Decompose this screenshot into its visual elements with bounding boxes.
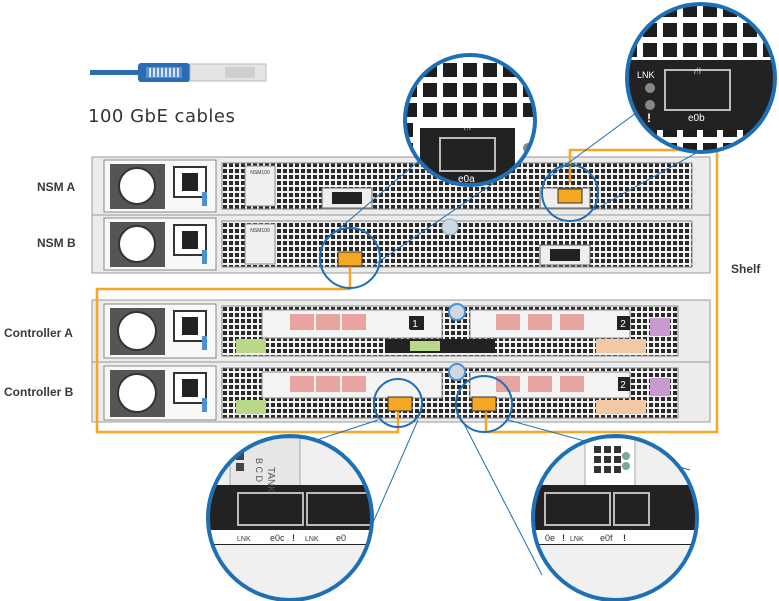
nsm-a-model: NSM100 — [250, 170, 270, 176]
controller-b-label: Controller B — [4, 385, 74, 399]
controller-chassis — [91, 299, 711, 423]
e0c-port-label: e0c — [270, 533, 285, 543]
e0e-warning-icon: ! — [562, 533, 565, 543]
callout-e0a — [405, 55, 535, 185]
nsm-chassis — [91, 156, 711, 274]
e0d-lnk-label: LNK — [305, 536, 319, 543]
cable-caption: 100 GbE cables — [88, 106, 236, 127]
e0d-port-label: e0 — [336, 533, 346, 543]
nsm-a-label: NSM A — [37, 180, 76, 194]
e0f-warning-icon: ! — [623, 533, 626, 543]
e0b-port-label: e0b — [688, 113, 705, 124]
nsm-b-model: NSM100 — [250, 228, 270, 234]
e0a-lnk-label: LNK — [518, 130, 536, 140]
shelf-label: Shelf — [731, 262, 761, 276]
e0f-lnk-label: LNK — [570, 536, 584, 543]
port-connectors — [337, 188, 583, 412]
bcd-label: B C D — [254, 458, 264, 483]
e0a-network-icon: ⛙ — [464, 122, 471, 133]
e0e-port-label: 0e — [545, 533, 555, 543]
e0b-lnk-label: LNK — [637, 70, 655, 80]
cable-icon — [90, 63, 267, 82]
e0c-warning-icon: ! — [292, 533, 295, 543]
e0c-lnk-label: LNK — [237, 536, 251, 543]
slot2-label-a: 2 — [620, 319, 626, 330]
e0b-network-icon: ⛙ — [694, 66, 701, 77]
slot2-label-b: 2 — [620, 380, 626, 391]
nsm-b-label: NSM B — [37, 236, 76, 250]
port-rings — [319, 164, 599, 433]
e0f-port-label: e0f — [600, 533, 613, 543]
callout-e0c-e0d — [208, 436, 372, 600]
slot1-label: 1 — [412, 319, 418, 330]
callout-e0e-e0f — [533, 436, 697, 600]
callout-e0b — [627, 4, 775, 152]
e0b-warning-icon: ! — [647, 111, 651, 125]
controller-a-label: Controller A — [4, 326, 73, 340]
e0a-port-label: e0a — [458, 174, 475, 185]
e0a-warning-icon: ! — [525, 169, 529, 183]
tank-label: TANK — [265, 467, 276, 493]
